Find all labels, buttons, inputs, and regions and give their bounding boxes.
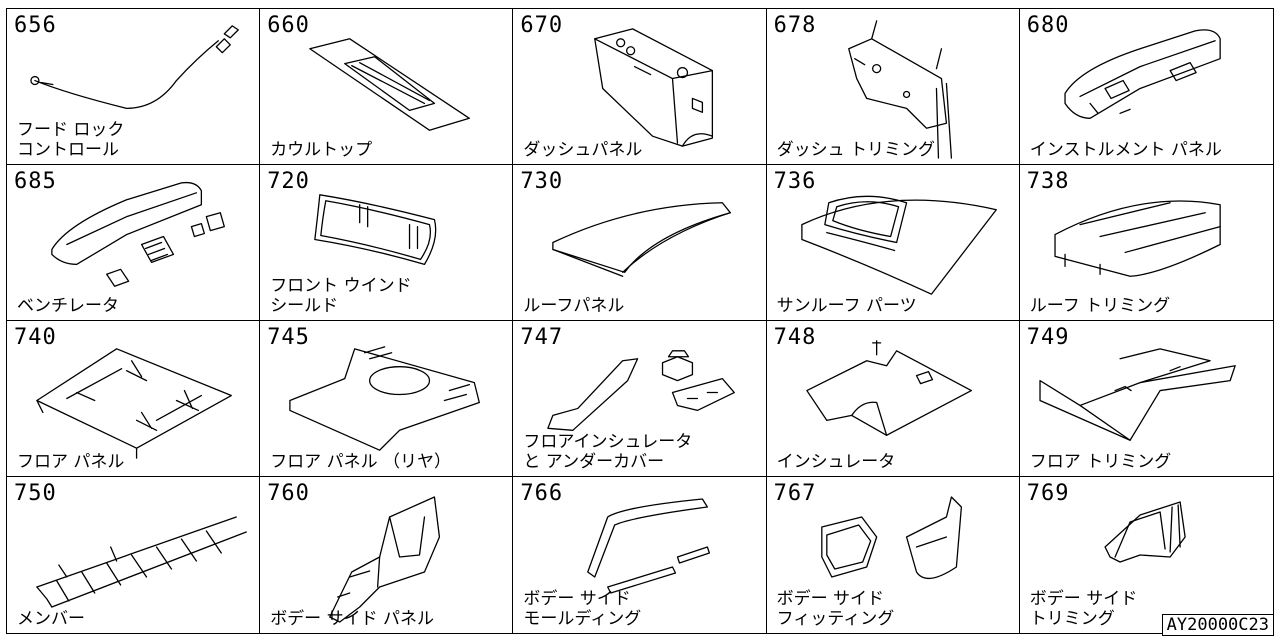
part-number: 656 xyxy=(14,13,57,38)
body-side-trimming-icon xyxy=(1104,501,1186,563)
part-category-760[interactable]: 760 ボデー サイド パネル xyxy=(260,477,514,633)
part-number: 685 xyxy=(14,169,57,194)
part-number: 766 xyxy=(520,481,564,506)
part-label: ボデー サイド モールディング xyxy=(523,589,642,629)
part-number: 745 xyxy=(267,325,310,350)
part-category-736[interactable]: 736 サンルーフ パーツ xyxy=(766,165,1020,321)
dash-trimming-icon xyxy=(847,20,952,159)
instrument-panel-icon xyxy=(1064,29,1221,119)
part-number: 748 xyxy=(773,325,817,350)
insulator-icon xyxy=(805,340,972,436)
part-number: 760 xyxy=(267,481,310,506)
part-number: 769 xyxy=(1026,481,1070,506)
part-number: 738 xyxy=(1026,169,1070,194)
part-label: フード ロック コントロール xyxy=(17,120,125,160)
part-category-769[interactable]: 769 ボデー サイド トリミング xyxy=(1020,477,1273,633)
part-number: 740 xyxy=(14,325,57,350)
part-label: ダッシュパネル xyxy=(523,140,643,160)
part-category-750[interactable]: 750 メンバー xyxy=(7,477,261,633)
floor-trimming-icon xyxy=(1039,348,1236,441)
roof-trimming-icon xyxy=(1054,200,1221,277)
part-category-660[interactable]: 660 カウルトップ xyxy=(260,9,514,165)
part-label: ベンチレータ xyxy=(17,296,119,316)
part-label: フロア トリミング xyxy=(1029,452,1172,472)
part-label: フロア パネル （リヤ） xyxy=(270,452,451,472)
part-number: 736 xyxy=(773,169,817,194)
part-category-747[interactable]: 747 フロアインシュレータ と アンダーカバー xyxy=(513,321,767,477)
part-number: 678 xyxy=(773,13,817,38)
part-label: ボデー サイド トリミング xyxy=(1029,589,1138,629)
body-side-panel-icon xyxy=(329,496,441,623)
part-category-745[interactable]: 745 フロア パネル （リヤ） xyxy=(260,321,514,477)
part-category-720[interactable]: 720 フロント ウインド シールド xyxy=(260,165,514,321)
part-number: 749 xyxy=(1026,325,1070,350)
diagram-code: AY20000C23 xyxy=(1161,614,1274,636)
member-frame-icon xyxy=(36,516,247,608)
part-number: 660 xyxy=(267,13,310,38)
dash-panel-icon xyxy=(594,28,714,147)
body-side-molding-icon xyxy=(587,498,711,594)
part-number: 730 xyxy=(520,169,564,194)
part-category-678[interactable]: 678 ダッシュ トリミング xyxy=(766,9,1020,165)
windshield-icon xyxy=(314,194,437,266)
sunroof-parts-icon xyxy=(800,195,997,295)
part-label: フロアインシュレータ と アンダーカバー xyxy=(523,432,693,472)
part-label: ボデー サイド フィッティング xyxy=(776,589,895,629)
part-category-748[interactable]: 748 インシュレータ xyxy=(766,321,1020,477)
part-number: 767 xyxy=(773,481,817,506)
cowl-top-icon xyxy=(309,38,471,131)
parts-category-grid: 656 フード ロック コントロール 660 カウルトップ 670 ダッシュパネル 678 ダ… xyxy=(6,8,1274,634)
part-label: ボデー サイド パネル xyxy=(270,609,434,629)
part-number: 747 xyxy=(520,325,564,350)
part-category-749[interactable]: 749 フロア トリミング xyxy=(1019,321,1273,477)
part-label: インストルメント パネル xyxy=(1029,140,1222,160)
roof-panel-icon xyxy=(552,202,732,277)
part-category-766[interactable]: 766 ボデー サイド モールディング xyxy=(513,477,767,633)
floor-panel-icon xyxy=(36,348,232,459)
part-label: サンルーフ パーツ xyxy=(776,296,917,316)
part-label: メンバー xyxy=(17,609,85,629)
part-number: 720 xyxy=(267,169,310,194)
part-label: ルーフパネル xyxy=(523,296,625,316)
part-label: カウルトップ xyxy=(270,140,373,160)
part-number: 750 xyxy=(14,481,57,506)
part-category-685[interactable]: 685 ベンチレータ xyxy=(7,165,261,321)
part-category-767[interactable]: 767 ボデー サイド フィッティング xyxy=(767,477,1020,633)
part-category-738[interactable]: 738 ルーフ トリミング xyxy=(1019,165,1273,321)
hood-lock-cable-icon xyxy=(30,25,239,110)
floor-insulator-undercover-icon xyxy=(547,350,736,431)
body-side-fitting-icon xyxy=(820,496,962,579)
part-label: インシュレータ xyxy=(776,452,896,472)
part-label: ダッシュ トリミング xyxy=(776,140,935,160)
part-category-680[interactable]: 680 インストルメント パネル xyxy=(1019,9,1273,165)
part-category-670[interactable]: 670 ダッシュパネル xyxy=(513,9,767,165)
part-category-740[interactable]: 740 フロア パネル xyxy=(7,321,261,477)
part-label: フロア パネル xyxy=(17,452,125,472)
part-number: 680 xyxy=(1026,13,1070,38)
part-label: ルーフ トリミング xyxy=(1029,296,1171,316)
part-number: 670 xyxy=(520,13,564,38)
part-label: フロント ウインド シールド xyxy=(270,276,412,316)
rear-floor-panel-icon xyxy=(289,346,481,451)
part-category-730[interactable]: 730 ルーフパネル xyxy=(513,165,767,321)
part-category-656[interactable]: 656 フード ロック コントロール xyxy=(7,9,261,165)
ventilator-icon xyxy=(51,181,225,287)
